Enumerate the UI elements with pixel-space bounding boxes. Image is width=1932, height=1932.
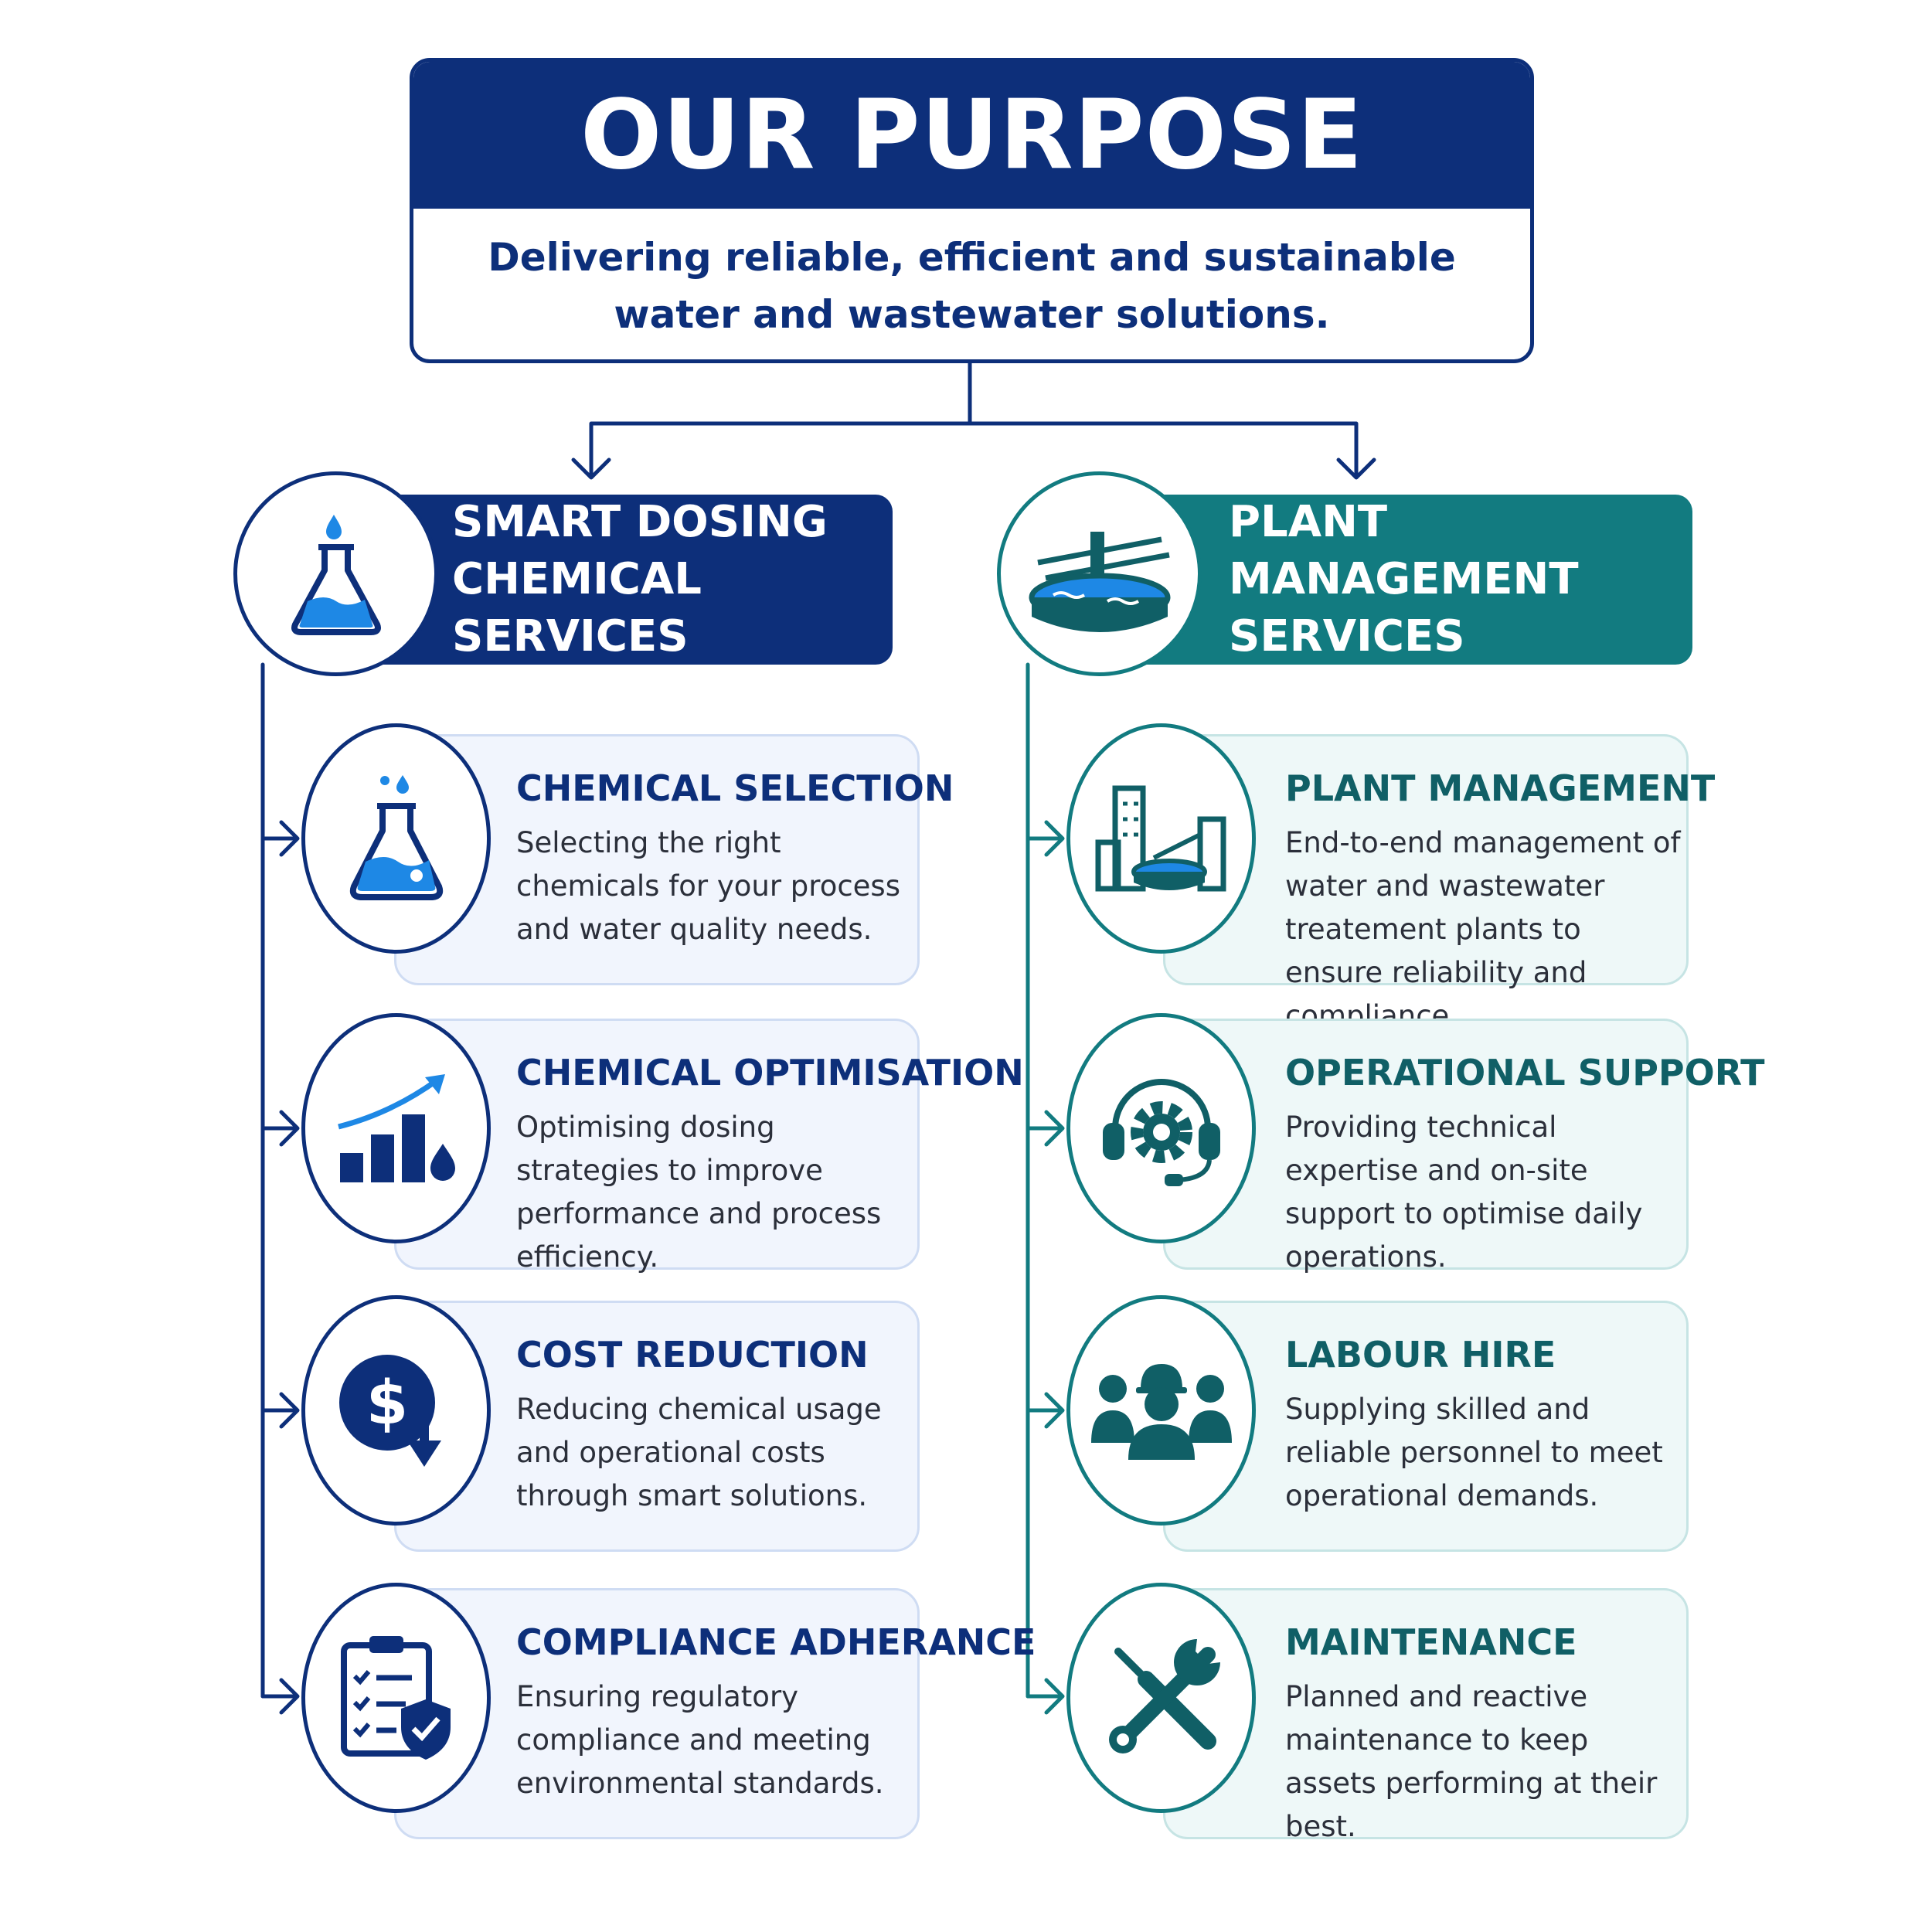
category-plant-management: PLANT MANAGEMENT SERVICES	[1097, 495, 1692, 665]
card-title: COMPLIANCE ADHERANCE	[516, 1621, 1036, 1663]
growth-chart-icon	[301, 1013, 491, 1243]
svg-text:$: $	[366, 1369, 407, 1438]
card-title: COST REDUCTION	[516, 1334, 869, 1376]
purpose-subtitle: Delivering reliable, efficient and susta…	[488, 235, 1456, 337]
card-title: PLANT MANAGEMENT	[1285, 767, 1716, 809]
card-description: Supplying skilled and reliable personnel…	[1285, 1393, 1663, 1512]
cost-down-icon: $	[301, 1295, 491, 1526]
card-title: OPERATIONAL SUPPORT	[1285, 1052, 1765, 1094]
card-cost-reduction: COST REDUCTION Reducing chemical usage a…	[394, 1301, 920, 1552]
card-title: LABOUR HIRE	[1285, 1334, 1556, 1376]
category-title: PLANT MANAGEMENT SERVICES	[1229, 497, 1579, 662]
treatment-tank-icon	[997, 471, 1202, 676]
card-description: Providing technical expertise and on-sit…	[1285, 1111, 1643, 1274]
workers-icon	[1066, 1295, 1256, 1526]
card-title: CHEMICAL SELECTION	[516, 767, 954, 809]
plant-icon	[1066, 723, 1256, 954]
card-description: Reducing chemical usage and operational …	[516, 1393, 882, 1512]
category-title: SMART DOSING CHEMICAL SERVICES	[452, 497, 828, 662]
purpose-box: OUR PURPOSE Delivering reliable, efficie…	[410, 58, 1534, 363]
card-description: Selecting the right chemicals for your p…	[516, 826, 900, 946]
card-description: Planned and reactive maintenance to keep…	[1285, 1680, 1658, 1843]
card-description: End-to-end management of water and waste…	[1285, 826, 1681, 1032]
purpose-title: OUR PURPOSE	[413, 62, 1530, 209]
gear-headset-icon	[1066, 1013, 1256, 1243]
tools-icon	[1066, 1583, 1256, 1813]
card-chemical-optimisation: CHEMICAL OPTIMISATION Optimising dosing …	[394, 1019, 1024, 1274]
card-description: Optimising dosing strategies to improve …	[516, 1111, 882, 1274]
card-title: MAINTENANCE	[1285, 1621, 1577, 1663]
card-title: CHEMICAL OPTIMISATION	[516, 1052, 1024, 1094]
card-description: Ensuring regulatory compliance and meeti…	[516, 1680, 884, 1800]
clipboard-shield-icon	[301, 1583, 491, 1813]
flask-icon	[233, 471, 438, 676]
card-maintenance: MAINTENANCE Planned and reactive mainten…	[1163, 1588, 1689, 1843]
flask-icon	[301, 723, 491, 954]
